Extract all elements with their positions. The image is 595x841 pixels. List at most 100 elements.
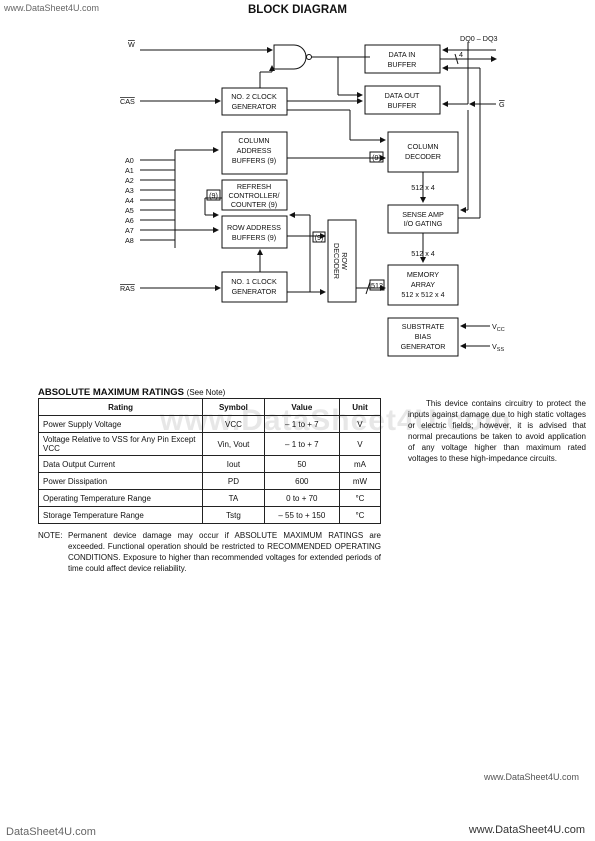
value-cell: 0 to + 70 [263, 489, 340, 507]
ras-label: RAS [120, 284, 135, 293]
substrate-label-2: BIAS [415, 332, 432, 341]
row-bus-512: 512 [371, 281, 383, 290]
cas-label: CAS [120, 97, 135, 106]
dq-label: DQ0 – DQ3 [460, 34, 498, 43]
table-row: Voltage Relative to VSS for Any Pin Exce… [37, 432, 382, 456]
sense-amp-label-2: I/O GATING [404, 219, 443, 228]
rating-cell: Power Supply Voltage [37, 415, 204, 433]
substrate-label-1: SUBSTRATE [402, 322, 445, 331]
refresh-label-3: COUNTER (9) [231, 200, 277, 209]
vcc-label: VCC [492, 322, 505, 333]
n9-refresh: (9) [209, 191, 218, 200]
table-row: Power Supply Voltage VCC – 1 to + 7 V [37, 415, 382, 433]
clock2-label-2: GENERATOR [232, 102, 277, 111]
rating-cell: Storage Temperature Range [37, 506, 204, 524]
block-diagram: DQ0 – DQ3 W CAS RAS G A0 A1 A2 A3 A4 A5 … [120, 34, 505, 357]
ratings-table: Rating Symbol Value Unit Power Supply Vo… [37, 398, 382, 524]
g-label: G [499, 100, 505, 109]
row-addr-label-2: BUFFERS (9) [232, 233, 276, 242]
addr-a0: A0 [125, 156, 134, 165]
addr-a8: A8 [125, 236, 134, 245]
value-cell: – 1 to + 7 [263, 415, 340, 433]
data-in-label-2: BUFFER [388, 60, 417, 69]
footer-watermark-right: www.DataSheet4U.com [483, 772, 579, 782]
memory-array-box [387, 264, 459, 306]
col-decoder-label-1: COLUMN [407, 142, 438, 151]
n9-row: (9) [315, 233, 324, 242]
unit-cell: °C [338, 489, 382, 507]
refresh-box [221, 179, 288, 211]
ratings-title: ABSOLUTE MAXIMUM RATINGS (See Note) [38, 387, 226, 398]
rating-cell: Operating Temperature Range [37, 489, 204, 507]
col-addr-box [221, 131, 288, 175]
addr-a2: A2 [125, 176, 134, 185]
col-bus-label: 512 x 4 [411, 183, 435, 192]
unit-cell: V [338, 432, 382, 456]
n9-col: (9) [372, 153, 381, 162]
row-decoder-label: ROWDECODER [332, 243, 349, 279]
clock1-box [221, 271, 288, 303]
addr-a5: A5 [125, 206, 134, 215]
rating-cell: Data Output Current [37, 455, 204, 473]
bus-width-4: 4 [459, 50, 463, 59]
memory-label-3: 512 x 512 x 4 [401, 290, 444, 299]
sense-amp-label-1: SENSE AMP [402, 210, 444, 219]
unit-cell: °C [338, 506, 382, 524]
clock1-label-2: GENERATOR [232, 287, 277, 296]
symbol-cell: TA [202, 489, 265, 507]
col-rating: Rating [37, 398, 204, 416]
footer-watermark-bottom-right: www.DataSheet4U.com [468, 824, 585, 836]
row-addr-label-1: ROW ADDRESS [227, 223, 281, 232]
refresh-label-1: REFRESH [237, 182, 271, 191]
unit-cell: mW [338, 472, 382, 490]
ratings-note: NOTE: Permanent device damage may occur … [38, 530, 381, 574]
addr-a7: A7 [125, 226, 134, 235]
memory-label-2: ARRAY [411, 280, 435, 289]
col-addr-label-3: BUFFERS (9) [232, 156, 276, 165]
memory-label-1: MEMORY [407, 270, 439, 279]
refresh-label-2: CONTROLLER/ [228, 191, 279, 200]
data-out-label-1: DATA OUT [385, 91, 420, 100]
col-addr-label-2: ADDRESS [237, 146, 272, 155]
unit-cell: mA [338, 455, 382, 473]
data-out-buffer-box [364, 85, 441, 115]
table-row: Data Output Current Iout 50 mA [37, 455, 382, 473]
data-in-label-1: DATA IN [389, 50, 416, 59]
col-value: Value [263, 398, 340, 416]
sense-bus-label: 512 x 4 [411, 249, 435, 258]
vss-label: VSS [492, 342, 504, 353]
row-decoder-box [327, 219, 357, 303]
header-watermark: www.DataSheet4U.com [4, 3, 100, 13]
page-title: BLOCK DIAGRAM [247, 4, 348, 16]
clock1-label-1: NO. 1 CLOCK [231, 277, 277, 286]
table-row: Operating Temperature Range TA 0 to + 70… [37, 489, 382, 507]
addr-a6: A6 [125, 216, 134, 225]
symbol-cell: VCC [202, 415, 265, 433]
table-row: Storage Temperature Range Tstg – 55 to +… [37, 506, 382, 524]
table-row: Power Dissipation PD 600 mW [37, 472, 382, 490]
footer-watermark-left: DataSheet4U.com [6, 826, 96, 838]
value-cell: – 55 to + 150 [263, 506, 340, 524]
col-addr-label-1: COLUMN [238, 136, 269, 145]
substrate-box [387, 317, 459, 357]
value-cell: 600 [263, 472, 340, 490]
substrate-label-3: GENERATOR [401, 342, 446, 351]
col-unit: Unit [338, 398, 382, 416]
data-out-label-2: BUFFER [388, 101, 417, 110]
note-label: NOTE: [38, 531, 63, 540]
symbol-cell: Tstg [202, 506, 265, 524]
addr-a3: A3 [125, 186, 134, 195]
value-cell: – 1 to + 7 [263, 432, 340, 456]
col-decoder-label-2: DECODER [405, 152, 441, 161]
unit-cell: V [338, 415, 382, 433]
protection-paragraph: This device contains circuitry to protec… [408, 399, 586, 463]
rating-cell: Voltage Relative to VSS for Any Pin Exce… [37, 432, 204, 456]
rating-cell: Power Dissipation [37, 472, 204, 490]
clock2-label-1: NO. 2 CLOCK [231, 92, 277, 101]
symbol-cell: Iout [202, 455, 265, 473]
addr-a1: A1 [125, 166, 134, 175]
symbol-cell: PD [202, 472, 265, 490]
nand-gate [273, 44, 307, 70]
addr-a4: A4 [125, 196, 134, 205]
value-cell: 50 [263, 455, 340, 473]
